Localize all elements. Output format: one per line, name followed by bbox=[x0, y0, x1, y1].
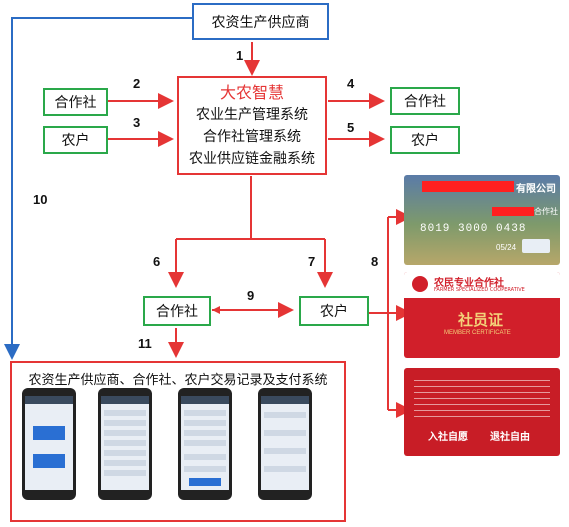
card2-coop: 农民专业合作社 bbox=[434, 278, 504, 289]
step-10: 10 bbox=[33, 192, 48, 207]
member-certificate-card: 农民专业合作社 FARMER SPECIALIZED COOPERATIVE 社… bbox=[404, 272, 560, 358]
step-11: 11 bbox=[138, 336, 152, 351]
system-production: 农业生产管理系统 bbox=[196, 106, 308, 123]
phone-screen-1 bbox=[22, 388, 76, 500]
coop-logo-icon bbox=[412, 276, 428, 292]
step-2: 2 bbox=[133, 76, 141, 91]
brand-title: 大农智慧 bbox=[219, 82, 284, 102]
step-7: 7 bbox=[308, 254, 316, 269]
card2-header bbox=[404, 272, 560, 298]
card3-left: 入社自愿 bbox=[428, 432, 468, 443]
coop-right-label: 合作社 bbox=[404, 94, 446, 110]
redaction-bar-2 bbox=[492, 207, 534, 216]
step-5: 5 bbox=[347, 120, 355, 135]
card1-company: 有限公司 bbox=[516, 184, 556, 195]
phone-screen-4 bbox=[258, 388, 312, 500]
bank-card: 有限公司 合作社 8019 3000 0438 05/24 bbox=[404, 175, 560, 265]
farmer-bottom-label: 农户 bbox=[320, 304, 348, 320]
card1-badge bbox=[522, 239, 550, 253]
card1-number: 8019 3000 0438 bbox=[420, 223, 527, 235]
step-3: 3 bbox=[133, 115, 141, 130]
redaction-bar-1 bbox=[422, 181, 514, 192]
system-finance: 农业供应链金融系统 bbox=[189, 150, 315, 167]
step-8: 8 bbox=[371, 254, 379, 269]
phone-screen-3 bbox=[178, 388, 232, 500]
system-coop: 合作社管理系统 bbox=[203, 128, 301, 145]
center-system-node: 大农智慧 农业生产管理系统 合作社管理系统 农业供应链金融系统 bbox=[177, 76, 327, 175]
farmer-bottom-node: 农户 bbox=[299, 296, 369, 326]
coop-bottom-label: 合作社 bbox=[156, 304, 198, 320]
coop-bottom-node: 合作社 bbox=[143, 296, 211, 326]
coop-right-node: 合作社 bbox=[390, 87, 460, 115]
coop-left-label: 合作社 bbox=[54, 95, 97, 111]
step-1: 1 bbox=[236, 48, 244, 63]
card2-title-en: MEMBER CERTIFICATE bbox=[444, 330, 511, 336]
text-lines bbox=[414, 380, 550, 420]
step-6: 6 bbox=[153, 254, 161, 269]
phone-screen-2 bbox=[98, 388, 152, 500]
card2-title: 社员证 bbox=[458, 312, 504, 329]
screen-1-button-a bbox=[33, 426, 65, 440]
card1-date: 05/24 bbox=[496, 243, 517, 252]
screen-1-button-b bbox=[33, 454, 65, 468]
farmer-right-node: 农户 bbox=[390, 126, 460, 154]
card3-right: 退社自由 bbox=[490, 432, 530, 443]
farmer-right-label: 农户 bbox=[411, 133, 439, 149]
farmer-left-node: 农户 bbox=[43, 126, 108, 154]
step-9: 9 bbox=[247, 288, 255, 303]
coop-left-node: 合作社 bbox=[43, 88, 108, 116]
card2-coop-en: FARMER SPECIALIZED COOPERATIVE bbox=[434, 287, 525, 293]
step-4: 4 bbox=[347, 76, 355, 91]
supplier-node: 农资生产供应商 bbox=[192, 3, 329, 40]
payment-system-title: 农资生产供应商、合作社、农户交易记录及支付系统 bbox=[28, 373, 328, 388]
farmer-left-label: 农户 bbox=[61, 133, 90, 149]
arrow-10 bbox=[4, 17, 192, 360]
card1-sub: 合作社 bbox=[534, 207, 558, 216]
certificate-inner-page: 入社自愿 退社自由 bbox=[404, 368, 560, 456]
supplier-label: 农资生产供应商 bbox=[211, 14, 310, 31]
